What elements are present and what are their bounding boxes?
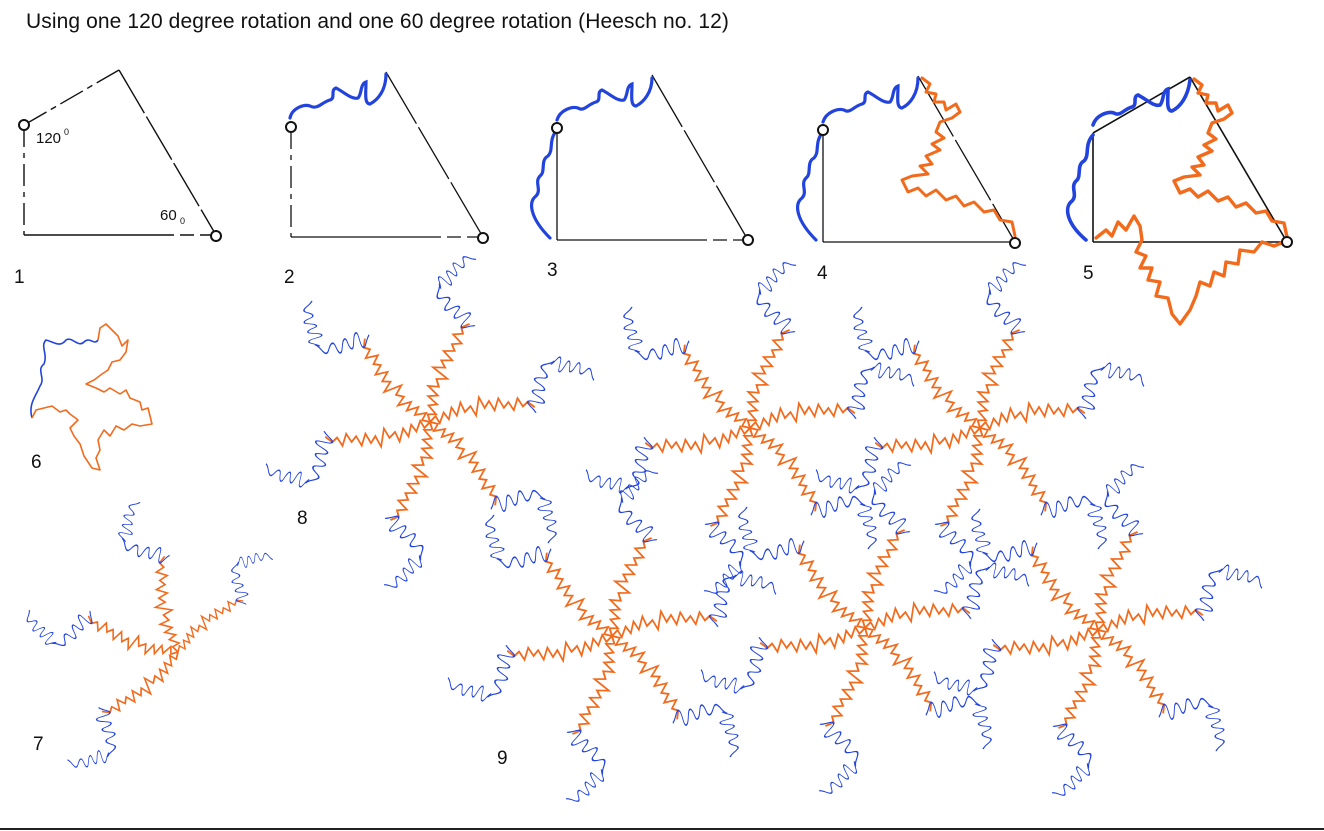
step-number-9: 9 — [497, 748, 508, 769]
step-number-5: 5 — [1083, 263, 1094, 284]
step-number-1: 1 — [14, 267, 25, 288]
angle-60-label: 60 — [160, 207, 177, 224]
step-2-diagram — [285, 71, 489, 244]
page-title: Using one 120 degree rotation and one 60… — [26, 10, 730, 33]
step-number-8: 8 — [297, 508, 308, 529]
bottom-rule — [0, 828, 1324, 830]
angle-120-superscript: 0 — [64, 127, 69, 137]
step-9-tiling — [444, 249, 1266, 816]
step-number-3: 3 — [547, 260, 558, 281]
step-5-diagram — [1065, 76, 1293, 326]
step-number-6: 6 — [31, 452, 42, 473]
step-8-rosette — [262, 243, 598, 602]
step-7-partial-rosette — [14, 499, 292, 783]
angle-60-subscript: 0 — [180, 216, 185, 226]
step-4-diagram — [796, 75, 1021, 249]
step-6-tile — [30, 323, 153, 471]
step-number-2: 2 — [284, 267, 295, 288]
step-1-diagram: 120 0 60 0 — [18, 69, 222, 242]
step-number-7: 7 — [33, 734, 44, 755]
step-3-diagram — [530, 74, 754, 246]
step-number-4: 4 — [817, 263, 828, 284]
angle-120-label: 120 — [36, 130, 61, 147]
